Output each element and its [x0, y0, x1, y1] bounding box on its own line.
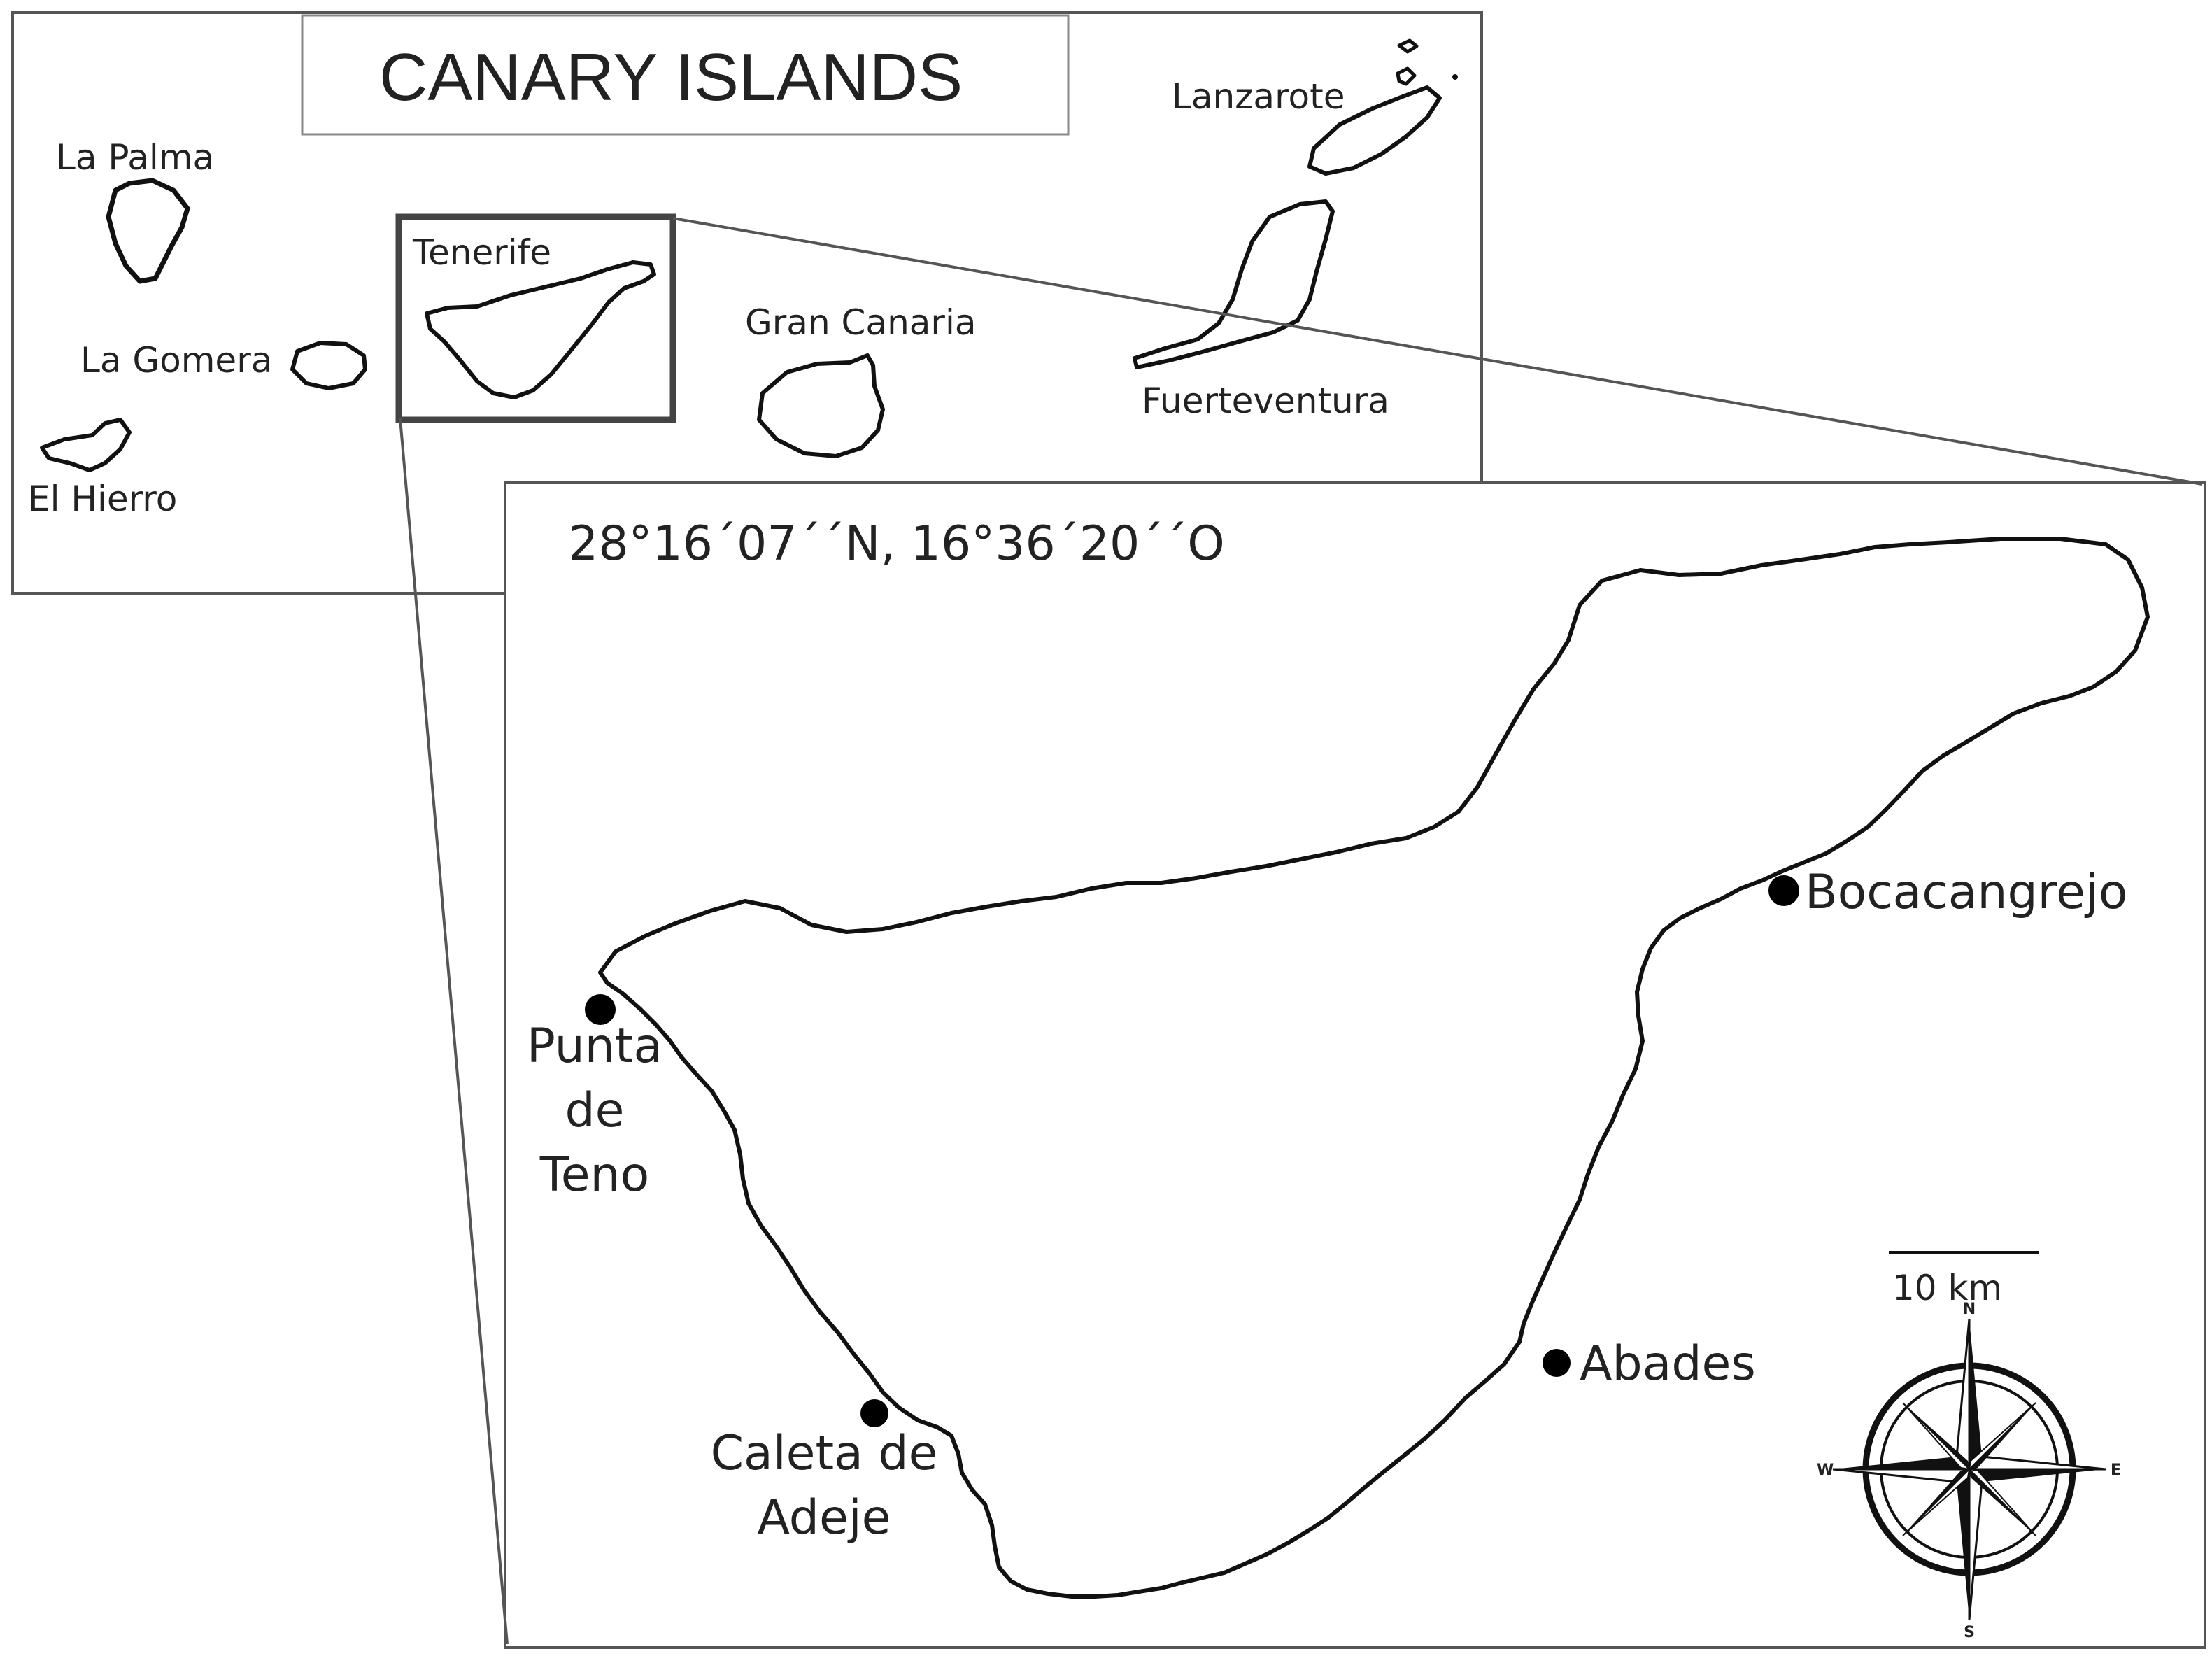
gran-canaria-label: Gran Canaria	[745, 302, 977, 343]
fuerteventura-label: Fuerteventura	[1142, 381, 1389, 421]
title-box	[301, 14, 1070, 136]
compass-e-label: E	[2111, 1462, 2121, 1479]
zoom-connector-left	[399, 418, 509, 1645]
site-marker-bocacangrejo	[1768, 875, 1799, 906]
la-gomera-island-outline	[290, 341, 367, 390]
la-gomera-label: La Gomera	[80, 340, 272, 381]
lanzarote-islet-1	[1397, 38, 1419, 54]
tenerife-overview-outline	[425, 260, 656, 399]
compass-w-label: W	[1817, 1462, 1834, 1479]
la-palma-label: La Palma	[56, 137, 214, 178]
detail-panel-frame	[504, 481, 2206, 1649]
map-title: CANARY ISLANDS	[379, 40, 963, 115]
lanzarote-islet-2	[1396, 66, 1417, 86]
site-label-punta-de-teno-line-3: Teno	[539, 1147, 650, 1203]
site-label-abades: Abades	[1580, 1336, 1756, 1392]
lanzarote-islet-3	[1452, 74, 1458, 80]
tenerife-overview-label: Tenerife	[412, 232, 551, 273]
compass-n-label: N	[1963, 1301, 1976, 1318]
el-hierro-island-outline	[40, 418, 132, 472]
lanzarote-label: Lanzarote	[1172, 76, 1345, 117]
scale-bar-label: 10 km	[1892, 1268, 2002, 1308]
site-label-punta-de-teno-line-2: de	[565, 1083, 625, 1138]
lanzarote-island-outline	[1307, 85, 1442, 176]
gran-canaria-island-outline	[757, 353, 885, 458]
site-label-bocacangrejo: Bocacangrejo	[1805, 865, 2127, 920]
site-label-caleta-de-adeje-line-2: Adeje	[757, 1490, 891, 1545]
la-palma-island-outline	[106, 178, 190, 284]
compass-s-label: S	[1964, 1624, 1975, 1641]
compass-rose-icon: N S E W	[1817, 1301, 2121, 1641]
el-hierro-label: El Hierro	[28, 479, 177, 519]
site-marker-punta-de-teno	[585, 994, 616, 1025]
detail-coordinates: 28°16´07´´N, 16°36´20´´O	[568, 516, 1225, 572]
fuerteventura-island-outline	[1133, 199, 1335, 369]
zoom-connector-top	[672, 217, 2203, 486]
tenerife-detail-outline	[598, 537, 2150, 1599]
site-label-punta-de-teno-line-1: Punta	[527, 1019, 662, 1074]
site-marker-caleta-de-adeje	[860, 1399, 888, 1427]
site-marker-abades	[1543, 1349, 1571, 1377]
site-label-caleta-de-adeje-line-1: Caleta de	[711, 1426, 938, 1481]
tenerife-highlight-box	[395, 213, 676, 423]
